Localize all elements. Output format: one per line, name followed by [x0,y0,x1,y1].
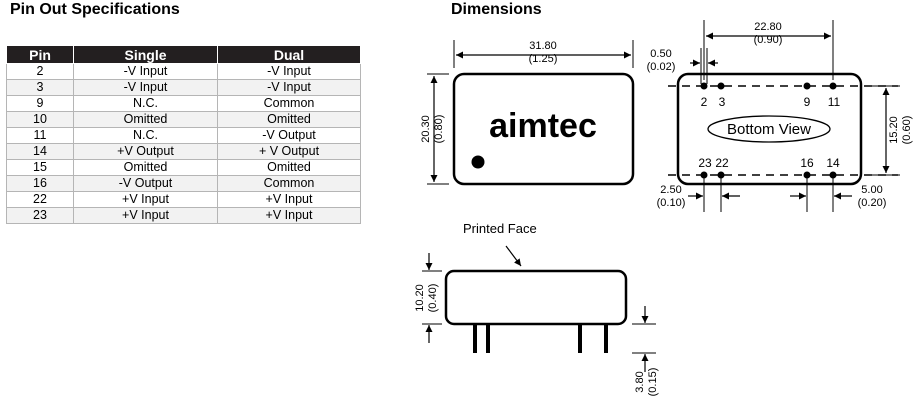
single-function-cell: -V Input [73,79,218,96]
length-in-label: (1.25) [529,53,558,65]
dual-function-cell: +V Input [217,191,361,208]
bottom-view: 2 3 9 11 23 22 16 14 Bottom View 22.80 (… [647,20,913,212]
single-function-cell: +V Input [73,207,218,224]
pin-label: 22 [715,156,729,170]
right-offset-in-label: (0.20) [858,197,887,209]
pin-label: 9 [804,95,811,109]
pin-dia-mm-label: 0.50 [650,48,671,60]
pin-14-dot [829,171,837,179]
pin-label: 2 [701,95,708,109]
side-pin [578,324,582,353]
left-offset-in-label: (0.10) [657,197,686,209]
pin-number-cell: 22 [6,191,74,208]
dual-function-cell: Omitted [217,111,361,128]
pin-row: 14+V Output+ V Output [6,143,361,160]
module-outline [452,72,635,186]
pin-label: 23 [698,156,712,170]
height-mm-label: 20.30 [420,115,432,143]
body-height-in-label: (0.40) [427,284,439,313]
pin-label: 3 [719,95,726,109]
pin-3-dot [717,82,725,90]
pin-row: 22+V Input+V Input [6,191,361,208]
row-spacing-in-label: (0.60) [901,116,913,145]
pin-23-dot [700,171,708,179]
pin-length-mm-label: 3.80 [634,371,646,392]
single-function-cell: +V Output [73,143,218,160]
single-function-cell: -V Output [73,175,218,192]
top-view: aimtec 31.80 (1.25) 20.30 (0.80) [420,40,635,186]
body-height-mm-label: 10.20 [414,284,426,312]
pin1-marker [471,155,485,169]
bottom-view-label-oval [707,115,831,143]
aimtec-logo: aimtec [489,107,597,145]
pin-16-dot [803,171,811,179]
pin-length-in-label: (0.15) [647,368,659,397]
pin-2-dot [700,82,708,90]
pin-span-in-label: (0.90) [754,34,783,46]
pin-number-cell: 10 [6,111,74,128]
side-view: Printed Face 10.20 (0.40) 3.80 (0.15) [414,221,659,396]
single-function-cell: Omitted [73,111,218,128]
bottom-view-label: Bottom View [727,121,811,138]
printed-face-pointer [505,245,522,267]
pin-span-mm-label: 22.80 [754,21,782,33]
pin-row: 23+V Input+V Input [6,207,361,224]
dual-function-cell: +V Input [217,207,361,224]
printed-face-label: Printed Face [463,221,537,236]
single-function-cell: Omitted [73,159,218,176]
right-offset-mm-label: 5.00 [861,184,882,196]
pin-label: 11 [828,95,841,109]
height-in-label: (0.80) [433,115,445,144]
single-function-cell: N.C. [73,95,218,112]
length-mm-label: 31.80 [529,40,557,52]
pin-number-cell: 14 [6,143,74,160]
pin-dia-in-label: (0.02) [647,61,676,73]
pin-22-dot [717,171,725,179]
pin-9-dot [803,82,811,90]
pinout-title: Pin Out Specifications [10,1,180,18]
pin-label: 14 [826,156,840,170]
dimensions-title: Dimensions [451,1,542,18]
side-pin [486,324,490,353]
pin-row: 3-V Input-V Input [6,79,361,96]
pin-label: 16 [800,156,814,170]
side-pin [473,324,477,353]
side-pin [604,324,608,353]
pin-11-dot [829,82,837,90]
pin-number-cell: 23 [6,207,74,224]
left-offset-mm-label: 2.50 [660,184,681,196]
dual-function-cell: Common [217,175,361,192]
module-side-outline [444,269,628,326]
row-spacing-mm-label: 15.20 [888,116,900,144]
